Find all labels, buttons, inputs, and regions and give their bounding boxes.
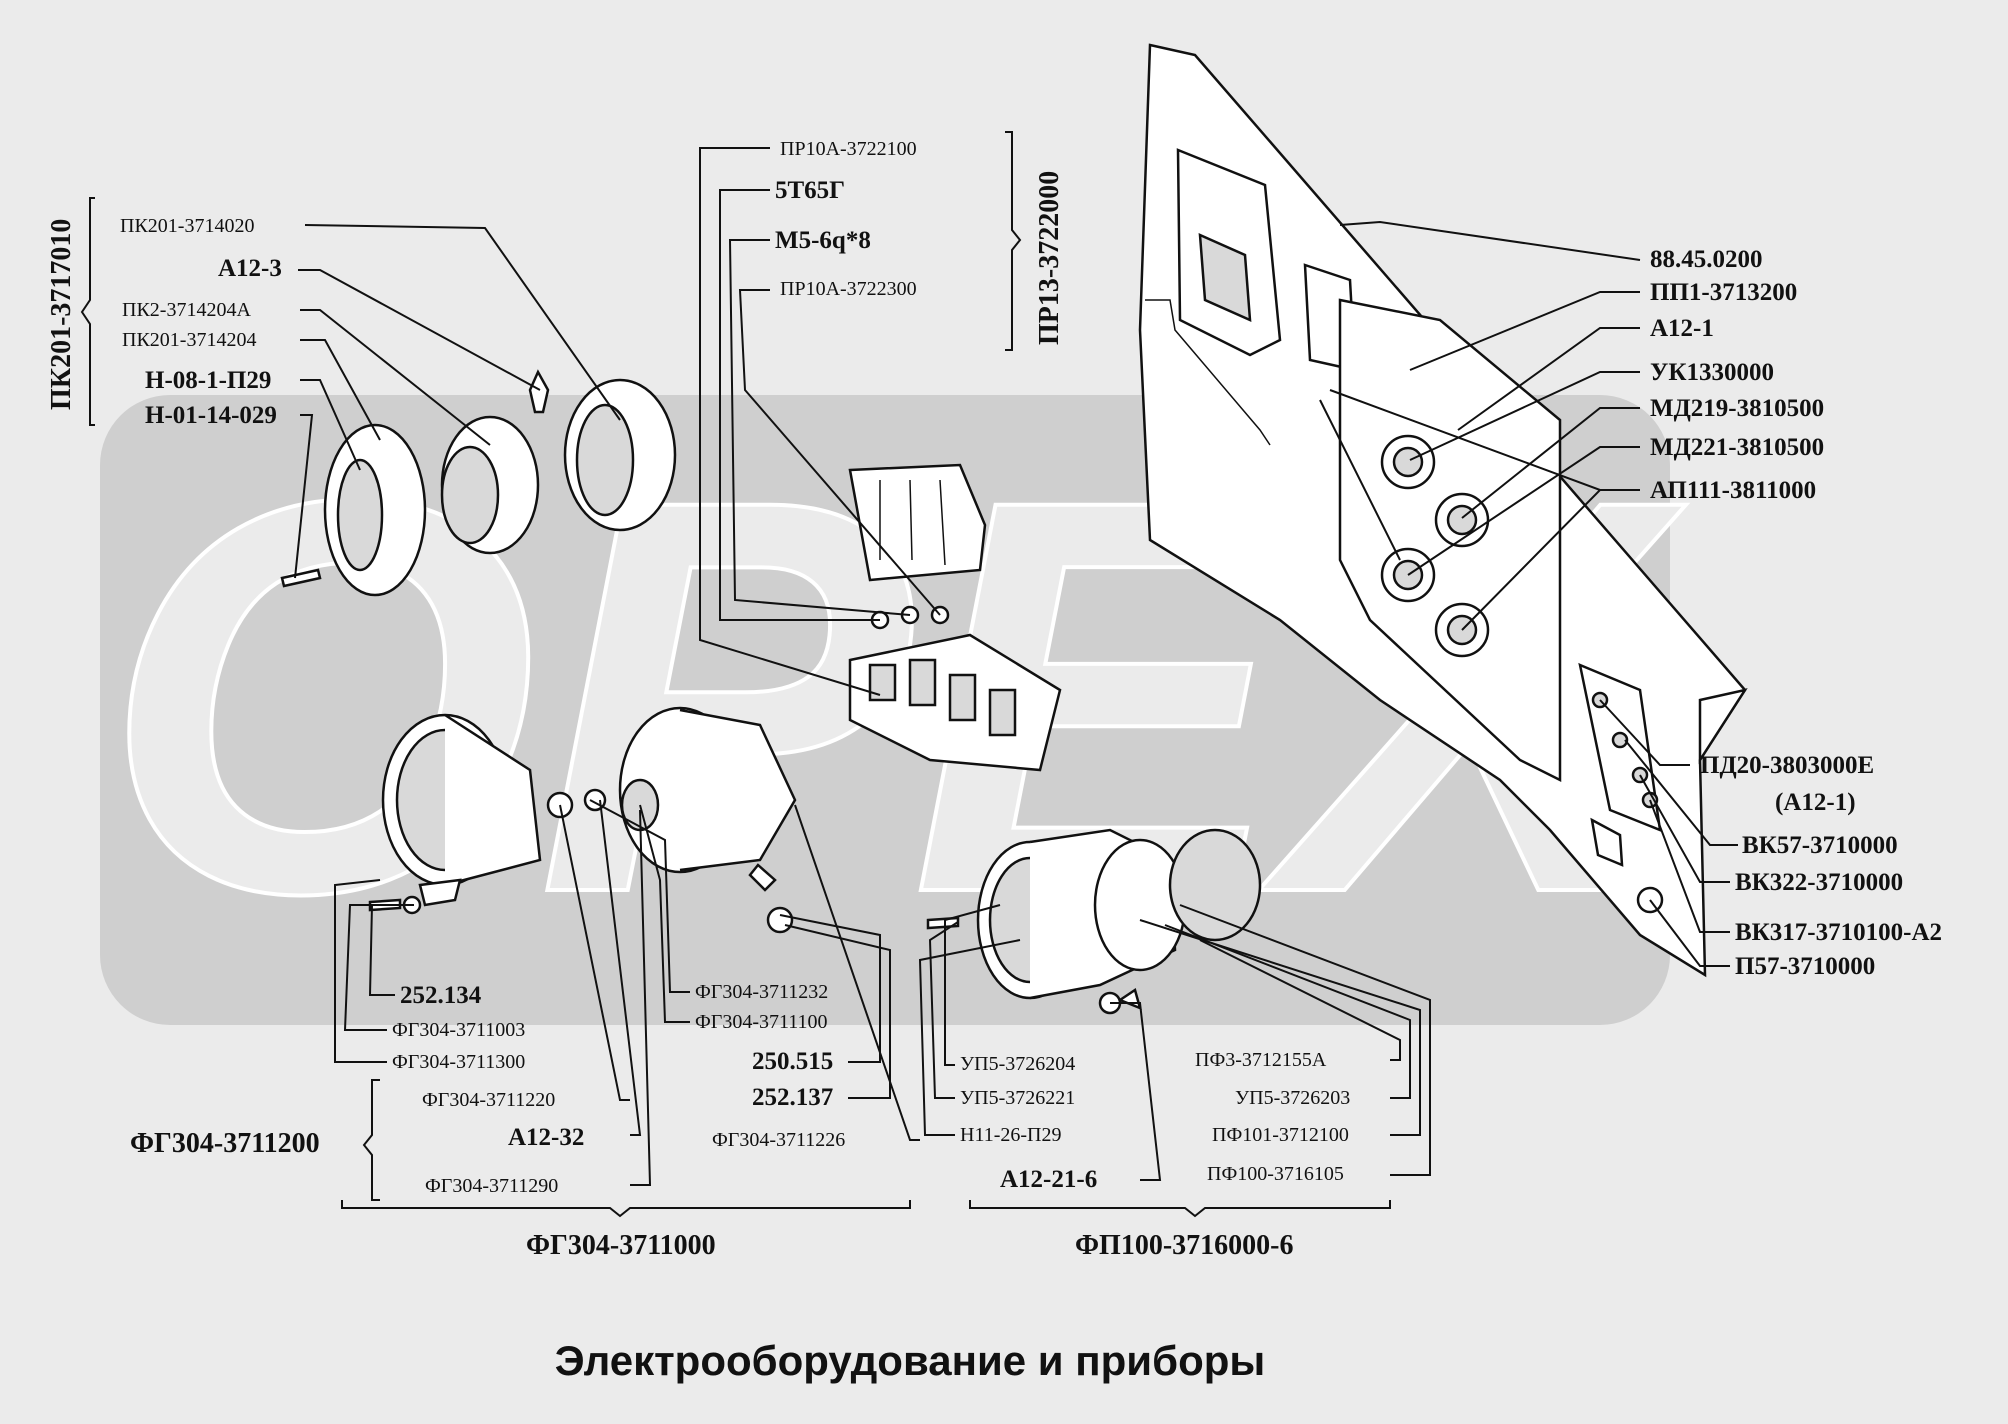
label-vk317-3710100-a2: ВК317-3710100-А2 [1735, 919, 1942, 946]
label-n08-1-p29: Н-08-1-П29 [145, 367, 271, 394]
label-a12-21-6: А12-21-6 [1000, 1166, 1097, 1193]
lamp-pk201-drawing [280, 369, 677, 597]
group-label-fp100: ФП100-3716000-6 [1075, 1230, 1293, 1261]
label-up5-3726204: УП5-3726204 [960, 1053, 1075, 1075]
label-250-515: 250.515 [752, 1048, 833, 1075]
leader-lines [294, 147, 1738, 1186]
label-n01-14-029: Н-01-14-029 [145, 402, 277, 429]
page-title: Электрооборудование и приборы [555, 1337, 1266, 1384]
group-labels: ПК201-3717010 ПР13-3722000 ФГ304-3711200… [46, 171, 1293, 1261]
label-252-137: 252.137 [752, 1084, 833, 1111]
label-m5-6q8: М5-6q*8 [775, 227, 871, 254]
label-a12-32: А12-32 [508, 1124, 584, 1151]
foglamp-fp100-drawing [926, 828, 1262, 1015]
label-ap111-3811000: АП111-3811000 [1650, 477, 1816, 504]
label-vk57-3710000: ВК57-3710000 [1742, 832, 1898, 859]
label-pd20-sub: (А12-1) [1775, 789, 1856, 816]
label-pk201-3714020: ПК201-3714020 [120, 215, 254, 237]
instrument-panel-drawing [1138, 43, 1748, 978]
label-fg304-3711226: ФГ304-3711226 [712, 1129, 845, 1151]
label-up5-3726203: УП5-3726203 [1235, 1087, 1350, 1109]
label-a12-1: А12-1 [1650, 315, 1714, 342]
label-md219-3810500: МД219-3810500 [1650, 395, 1824, 422]
label-p57-3710000: П57-3710000 [1735, 953, 1875, 980]
label-88-45-0200: 88.45.0200 [1650, 246, 1763, 273]
label-pk2-3714204a: ПК2-3714204А [122, 299, 251, 321]
label-fg304-3711300: ФГ304-3711300 [392, 1051, 525, 1073]
label-vk322-3710000: ВК322-3710000 [1735, 869, 1903, 896]
label-pr10a-3722300: ПР10А-3722300 [780, 278, 917, 300]
label-a12-3: А12-3 [218, 255, 282, 282]
label-pf100-3716105: ПФ100-3716105 [1207, 1163, 1344, 1185]
label-pr10a-3722100: ПР10А-3722100 [780, 138, 917, 160]
label-pd20-3803000e: ПД20-3803000Е [1700, 752, 1874, 779]
label-up5-3726221: УП5-3726221 [960, 1087, 1075, 1109]
label-5t65g: 5Т65Г [775, 177, 845, 204]
part-labels: ПК201-3714020 А12-3 ПК2-3714204А ПК201-3… [120, 138, 1942, 1197]
label-pf101-3712100: ПФ101-3712100 [1212, 1124, 1349, 1146]
group-label-pk201: ПК201-3717010 [46, 219, 77, 410]
label-n11-26-p29: Н11-26-П29 [960, 1124, 1061, 1146]
label-pp1-3713200: ПП1-3713200 [1650, 279, 1797, 306]
label-pf3-3712155a: ПФ3-3712155А [1195, 1049, 1327, 1071]
group-label-fg304-3711000: ФГ304-3711000 [526, 1230, 716, 1261]
group-label-pr13: ПР13-3722000 [1034, 171, 1065, 345]
label-fg304-3711100: ФГ304-3711100 [695, 1011, 828, 1033]
label-252-134: 252.134 [400, 982, 482, 1009]
label-pk201-3714204: ПК201-3714204 [122, 329, 256, 351]
label-fg304-3711290: ФГ304-3711290 [425, 1175, 558, 1197]
label-uk1330000: УК1330000 [1650, 359, 1774, 386]
group-braces [80, 131, 1391, 1218]
group-label-fg304-3711200: ФГ304-3711200 [130, 1128, 320, 1159]
label-fg304-3711232: ФГ304-3711232 [695, 981, 828, 1003]
label-fg304-3711220: ФГ304-3711220 [422, 1089, 555, 1111]
label-fg304-3711003: ФГ304-3711003 [392, 1019, 525, 1041]
label-md221-3810500: МД221-3810500 [1650, 434, 1824, 461]
